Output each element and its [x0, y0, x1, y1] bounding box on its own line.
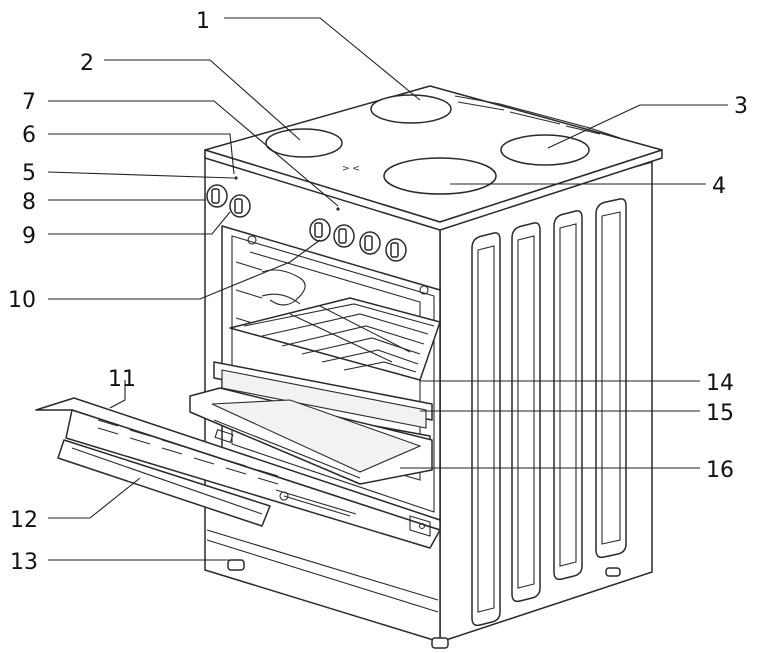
callout-12: 12: [10, 508, 38, 533]
callout-15: 15: [706, 401, 734, 426]
callout-9: 9: [22, 224, 36, 249]
cooking-zone-3: [500, 134, 590, 166]
callout-13: 13: [10, 550, 38, 575]
hob-top: > <: [204, 85, 663, 231]
callout-14: 14: [706, 371, 734, 396]
wire-shelf: [229, 297, 441, 381]
cooking-zone-4: [383, 157, 497, 195]
callout-4: 4: [712, 174, 726, 199]
callout-10: 10: [8, 288, 36, 313]
callout-16: 16: [706, 458, 734, 483]
side-panel: [439, 161, 653, 643]
cooking-zone-1: [370, 94, 452, 124]
door-vents: [97, 419, 279, 485]
knob-c[interactable]: [359, 231, 381, 255]
feet: [227, 559, 621, 649]
callout-3: 3: [734, 94, 748, 119]
knob-8[interactable]: [206, 184, 228, 208]
leader-lines: [47, 17, 728, 561]
oven-door[interactable]: [35, 397, 441, 549]
knob-a[interactable]: [309, 218, 331, 242]
drip-pan: [189, 387, 433, 485]
callout-11: 11: [108, 367, 136, 392]
hob-mark: > <: [342, 164, 360, 174]
knob-9[interactable]: [229, 194, 251, 218]
callout-7: 7: [22, 90, 36, 115]
knob-d[interactable]: [385, 238, 407, 262]
callout-1: 1: [196, 9, 210, 34]
callout-labels: 1 2 3 4 5 6 7 8 9 10 11 12 13 14 15 16: [8, 9, 748, 575]
callout-8: 8: [22, 190, 36, 215]
callout-2: 2: [80, 51, 94, 76]
control-panel: [206, 176, 407, 262]
knob-b[interactable]: [333, 224, 355, 248]
cooking-zone-2: [265, 128, 343, 158]
callout-6: 6: [22, 123, 36, 148]
callout-5: 5: [22, 161, 36, 186]
